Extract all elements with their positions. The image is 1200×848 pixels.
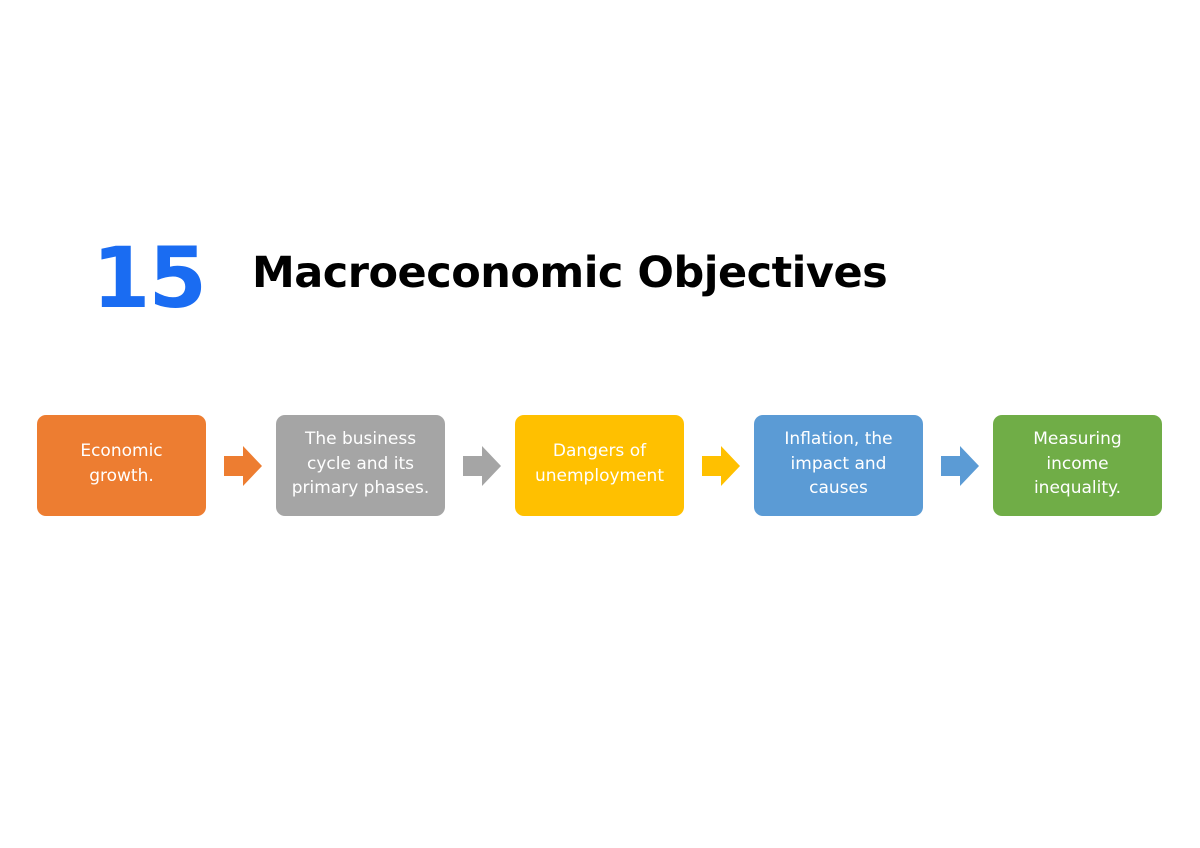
step-unemployment: Dangers of unemployment [515, 415, 684, 516]
arrow-shape [941, 446, 979, 486]
step-business-cycle: The business cycle and its primary phase… [276, 415, 445, 516]
arrow-shape [463, 446, 501, 486]
step-label: The business cycle and its primary phase… [291, 429, 430, 498]
right-arrow-icon [463, 446, 501, 486]
arrow-shape [702, 446, 740, 486]
step-label: Economic growth. [80, 441, 163, 486]
step-income-inequality: Measuring income inequality. [993, 415, 1162, 516]
chapter-title: Macroeconomic Objectives [252, 248, 888, 298]
step-inflation: Inflation, the impact and causes [754, 415, 923, 516]
step-label: Dangers of unemployment [534, 441, 664, 486]
chapter-number: 15 [92, 229, 207, 327]
right-arrow-icon [702, 446, 740, 486]
right-arrow-icon [224, 446, 262, 486]
right-arrow-icon [941, 446, 979, 486]
step-label: Inflation, the impact and causes [784, 429, 893, 498]
step-label: Measuring income inequality. [1033, 429, 1122, 498]
step-economic-growth: Economic growth. [37, 415, 206, 516]
arrow-shape [224, 446, 262, 486]
